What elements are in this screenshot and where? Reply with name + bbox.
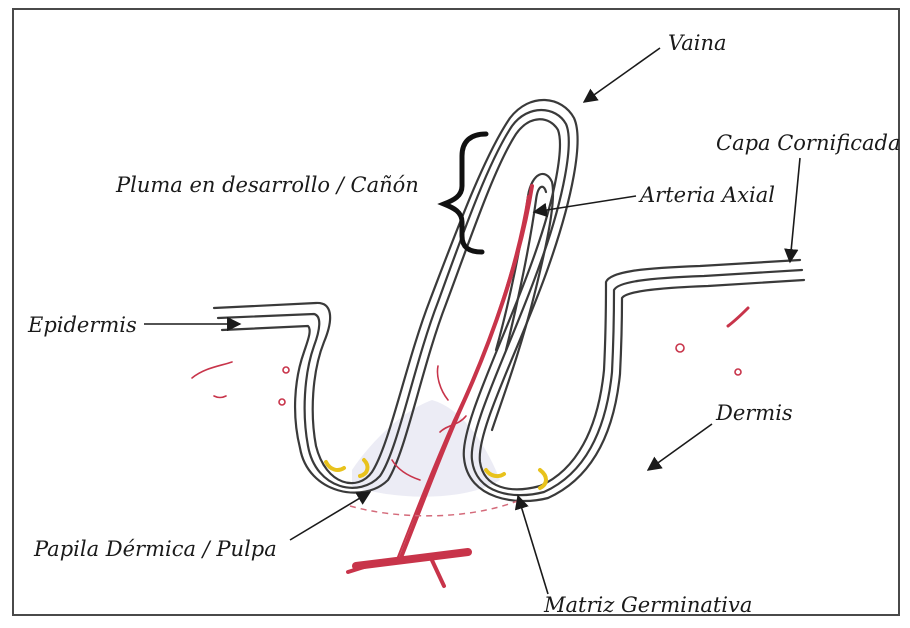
label-arteria-axial: Arteria Axial (638, 183, 775, 207)
skin-outline (214, 100, 804, 501)
arrow-papila (290, 492, 370, 540)
arrow-matriz (518, 496, 548, 594)
arrow-capa-cornificada (790, 158, 800, 262)
label-matriz: Matriz Germinativa (543, 593, 752, 617)
label-capa-cornificada: Capa Cornificada (716, 131, 900, 155)
label-epidermis: Epidermis (27, 313, 137, 337)
arrow-vaina (584, 48, 660, 102)
axial-artery (348, 186, 532, 586)
arrow-dermis (648, 424, 712, 470)
label-pluma: Pluma en desarrollo / Cañón (115, 173, 419, 197)
label-papila: Papila Dérmica / Pulpa (33, 537, 277, 561)
label-dermis: Dermis (715, 401, 793, 425)
label-vaina: Vaina (668, 31, 727, 55)
papilla-boundary (350, 500, 520, 516)
